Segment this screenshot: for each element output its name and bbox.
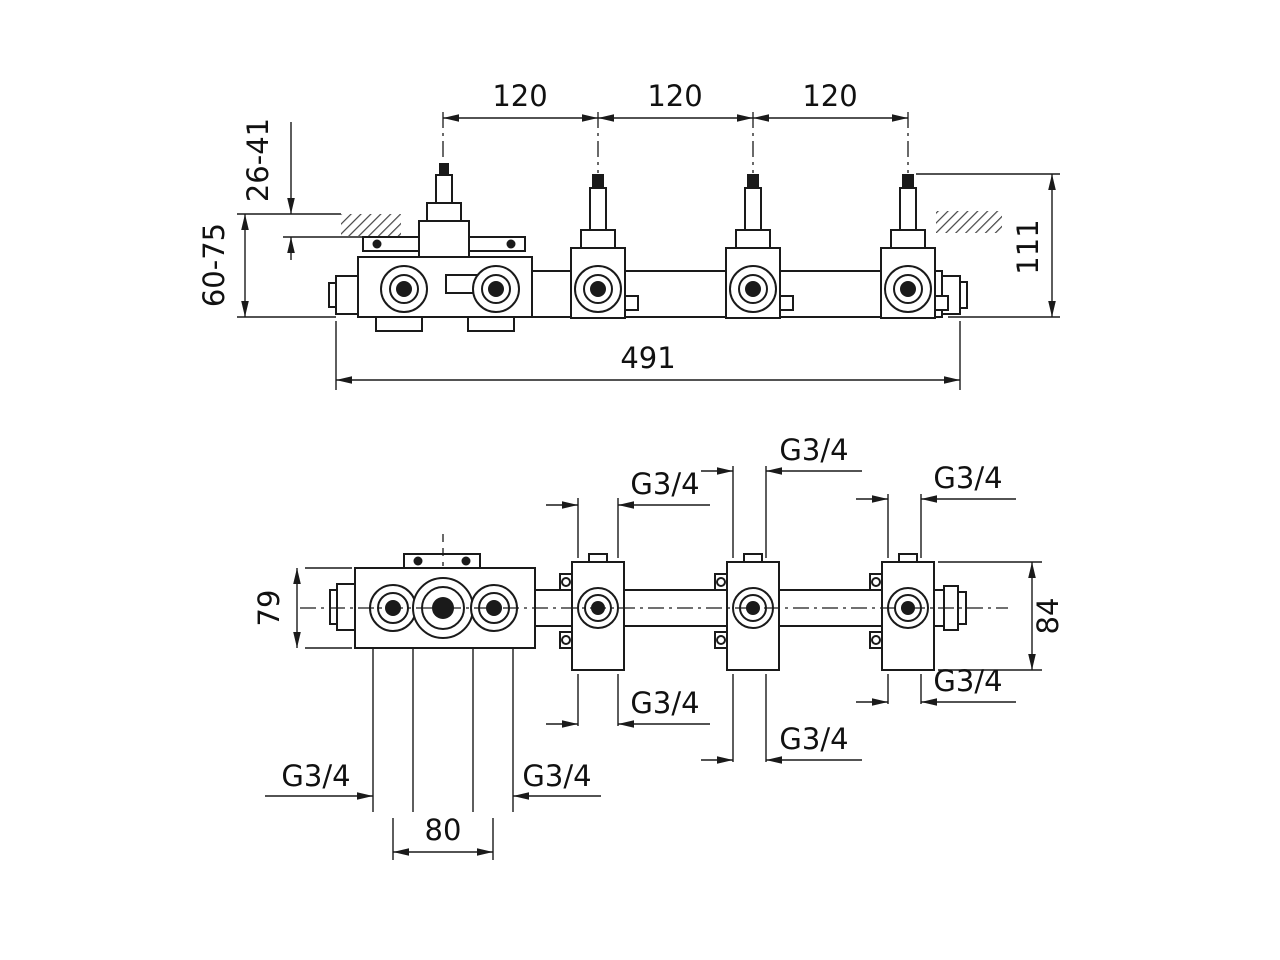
dim-60-75: 60-75: [197, 214, 336, 318]
dim-row-120: 120 120 120: [443, 79, 908, 122]
thread-outlet-right-label: G3/4: [522, 759, 591, 793]
thread-valve1-top: G3/4: [546, 467, 710, 558]
dim-26-41-label: 26-41: [241, 118, 275, 202]
dim-80: 80: [392, 813, 494, 860]
dim-120-right-label: 120: [802, 79, 857, 113]
thread-valve3-top: G3/4: [856, 461, 1016, 558]
thread-valve2-bottom: G3/4: [701, 674, 862, 764]
valve3-front: [880, 174, 949, 319]
dim-111-label: 111: [1011, 219, 1045, 274]
thread-valve2-top: G3/4: [701, 433, 862, 558]
dim-26-41: 26-41: [237, 118, 363, 260]
valve2-plan: [714, 553, 780, 671]
dim-60-75-label: 60-75: [197, 223, 231, 307]
plan-centerlines: [300, 534, 1008, 609]
dim-80-label: 80: [425, 813, 462, 847]
valve1-front: [570, 174, 639, 319]
thread-valve1-bottom-label: G3/4: [630, 686, 699, 720]
wall-section-left-hatch: [341, 214, 401, 236]
plan-view: 79 84 G3/4 G3/4: [252, 433, 1065, 860]
thread-outlet-right: G3/4: [513, 759, 601, 800]
dim-79: 79: [252, 567, 352, 649]
dim-491-label: 491: [620, 341, 675, 375]
thread-outlet-left: G3/4: [265, 759, 373, 800]
thread-valve1-top-label: G3/4: [630, 467, 699, 501]
dim-491: 491: [335, 321, 961, 390]
thread-valve3-top-label: G3/4: [933, 461, 1002, 495]
front-view: 120 120 120 26-41 60-75 111: [197, 79, 1060, 390]
thread-valve2-bottom-label: G3/4: [779, 722, 848, 756]
dim-84-label: 84: [1031, 598, 1065, 635]
thread-valve2-top-label: G3/4: [779, 433, 848, 467]
outlet-pipes: [372, 648, 514, 812]
thread-valve3-bottom-label: G3/4: [933, 664, 1002, 698]
dim-79-label: 79: [252, 590, 286, 627]
dim-120-center-label: 120: [647, 79, 702, 113]
mixer-body-front: [328, 163, 533, 332]
thread-valve1-bottom: G3/4: [546, 674, 710, 728]
wall-section-right-hatch: [936, 211, 1002, 233]
dim-111: 111: [916, 173, 1060, 318]
dim-120-left-label: 120: [492, 79, 547, 113]
dim-84: 84: [938, 561, 1065, 671]
valve3-plan: [869, 553, 935, 671]
valve2-front: [725, 174, 794, 319]
front-centerlines: [442, 112, 909, 173]
thread-valve3-bottom: G3/4: [856, 664, 1016, 706]
mixer-body-plan: [329, 553, 574, 649]
thread-outlet-left-label: G3/4: [281, 759, 350, 793]
